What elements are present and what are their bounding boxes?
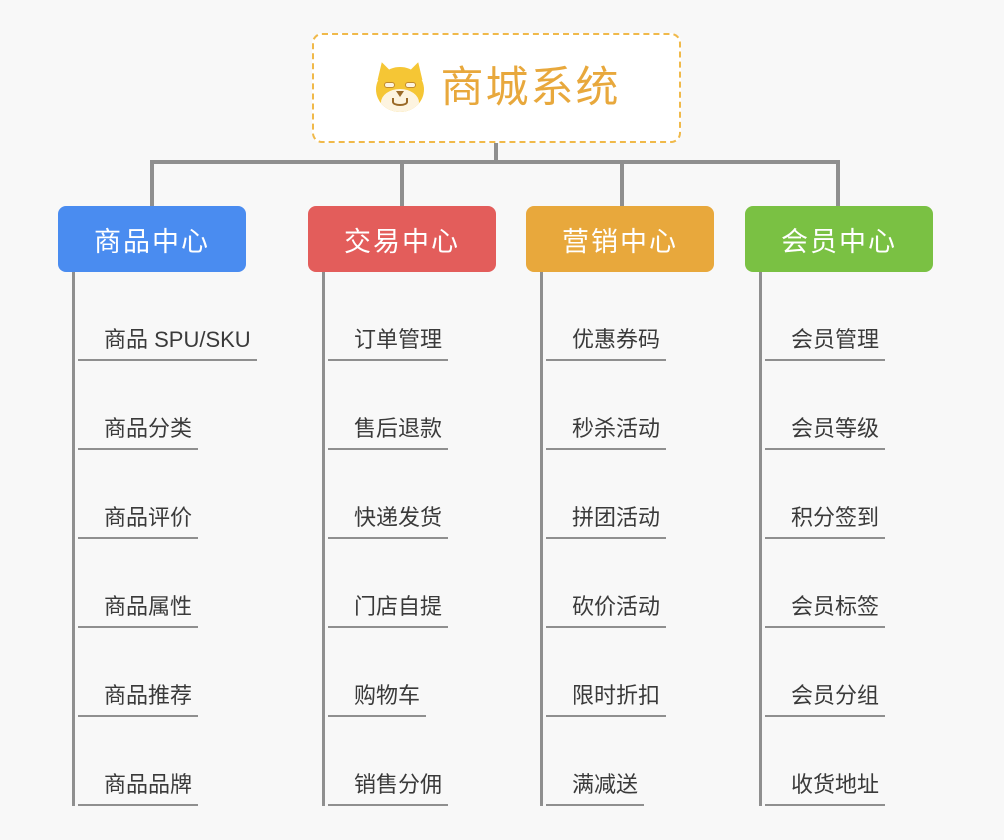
leaf-label: 商品属性 xyxy=(78,596,199,628)
drop-connector-2 xyxy=(400,160,404,207)
drop-connector-3 xyxy=(620,160,624,207)
leaf-list-4: 会员管理 会员等级 积分签到 会员标签 会员分组 收货地址 xyxy=(759,272,933,806)
list-item[interactable]: 会员等级 xyxy=(759,361,933,450)
category-label-4: 会员中心 xyxy=(781,226,897,257)
list-item[interactable]: 积分签到 xyxy=(759,450,933,539)
category-box-2[interactable]: 交易中心 xyxy=(308,206,496,272)
leaf-label: 商品分类 xyxy=(78,418,199,450)
leaf-label: 秒杀活动 xyxy=(546,418,667,450)
horizontal-bus-connector xyxy=(150,160,840,164)
category-label-3: 营销中心 xyxy=(562,226,678,257)
list-item[interactable]: 商品 SPU/SKU xyxy=(72,272,257,361)
list-item[interactable]: 商品品牌 xyxy=(72,717,246,806)
leaf-list-3: 优惠券码 秒杀活动 拼团活动 砍价活动 限时折扣 满减送 xyxy=(540,272,714,806)
list-item[interactable]: 商品推荐 xyxy=(72,628,246,717)
leaf-label: 售后退款 xyxy=(328,418,449,450)
category-box-4[interactable]: 会员中心 xyxy=(745,206,933,272)
leaf-label: 优惠券码 xyxy=(546,329,667,361)
leaf-label: 订单管理 xyxy=(328,329,449,361)
category-box-1[interactable]: 商品中心 xyxy=(58,206,246,272)
list-item[interactable]: 砍价活动 xyxy=(540,539,714,628)
leaf-list-1: 商品 SPU/SKU 商品分类 商品评价 商品属性 商品推荐 商品品牌 xyxy=(72,272,257,806)
branch-column-4: 会员中心 会员管理 会员等级 积分签到 会员标签 会员分组 收货地址 xyxy=(745,206,933,806)
branch-column-3: 营销中心 优惠券码 秒杀活动 拼团活动 砍价活动 限时折扣 满减送 xyxy=(526,206,714,806)
root-stem-connector xyxy=(494,143,498,163)
branch-column-1: 商品中心 商品 SPU/SKU 商品分类 商品评价 商品属性 商品推荐 商品品牌 xyxy=(58,206,257,806)
list-item[interactable]: 售后退款 xyxy=(322,361,496,450)
list-item[interactable]: 商品评价 xyxy=(72,450,246,539)
leaf-label: 快递发货 xyxy=(328,507,449,539)
leaf-label: 限时折扣 xyxy=(546,685,667,717)
leaf-label: 购物车 xyxy=(328,685,427,717)
category-label-1: 商品中心 xyxy=(94,226,210,257)
list-item[interactable]: 购物车 xyxy=(322,628,496,717)
category-label-2: 交易中心 xyxy=(344,226,460,257)
leaf-list-2: 订单管理 售后退款 快递发货 门店自提 购物车 销售分佣 xyxy=(322,272,496,806)
leaf-label: 砍价活动 xyxy=(546,596,667,628)
list-item[interactable]: 商品属性 xyxy=(72,539,246,628)
leaf-label: 满减送 xyxy=(546,774,645,806)
leaf-label: 商品推荐 xyxy=(78,685,199,717)
list-item[interactable]: 快递发货 xyxy=(322,450,496,539)
list-item[interactable]: 秒杀活动 xyxy=(540,361,714,450)
list-item[interactable]: 会员标签 xyxy=(759,539,933,628)
trunk-line-1 xyxy=(72,272,75,806)
list-item[interactable]: 商品分类 xyxy=(72,361,246,450)
list-item[interactable]: 收货地址 xyxy=(759,717,933,806)
leaf-label: 收货地址 xyxy=(765,774,886,806)
drop-connector-1 xyxy=(150,160,154,207)
list-item[interactable]: 订单管理 xyxy=(322,272,496,361)
branch-column-2: 交易中心 订单管理 售后退款 快递发货 门店自提 购物车 销售分佣 xyxy=(308,206,496,806)
leaf-label: 会员等级 xyxy=(765,418,886,450)
list-item[interactable]: 销售分佣 xyxy=(322,717,496,806)
leaf-label: 商品评价 xyxy=(78,507,199,539)
list-item[interactable]: 会员分组 xyxy=(759,628,933,717)
list-item[interactable]: 拼团活动 xyxy=(540,450,714,539)
list-item[interactable]: 限时折扣 xyxy=(540,628,714,717)
leaf-label: 门店自提 xyxy=(328,596,449,628)
leaf-label: 商品 SPU/SKU xyxy=(78,329,257,361)
root-title: 商城系统 xyxy=(440,63,621,112)
leaf-label: 会员管理 xyxy=(765,329,886,361)
leaf-label: 销售分佣 xyxy=(328,774,449,806)
list-item[interactable]: 门店自提 xyxy=(322,539,496,628)
leaf-label: 商品品牌 xyxy=(78,774,199,806)
trunk-line-4 xyxy=(759,272,762,806)
list-item[interactable]: 满减送 xyxy=(540,717,714,806)
trunk-line-3 xyxy=(540,272,543,806)
leaf-label: 拼团活动 xyxy=(546,507,667,539)
leaf-label: 会员标签 xyxy=(765,596,886,628)
category-box-3[interactable]: 营销中心 xyxy=(526,206,714,272)
list-item[interactable]: 优惠券码 xyxy=(540,272,714,361)
drop-connector-4 xyxy=(836,160,840,207)
trunk-line-2 xyxy=(322,272,325,806)
root-node[interactable]: 商城系统 xyxy=(312,33,681,143)
shiba-dog-icon xyxy=(372,59,427,115)
leaf-label: 积分签到 xyxy=(765,507,886,539)
leaf-label: 会员分组 xyxy=(765,685,886,717)
list-item[interactable]: 会员管理 xyxy=(759,272,933,361)
